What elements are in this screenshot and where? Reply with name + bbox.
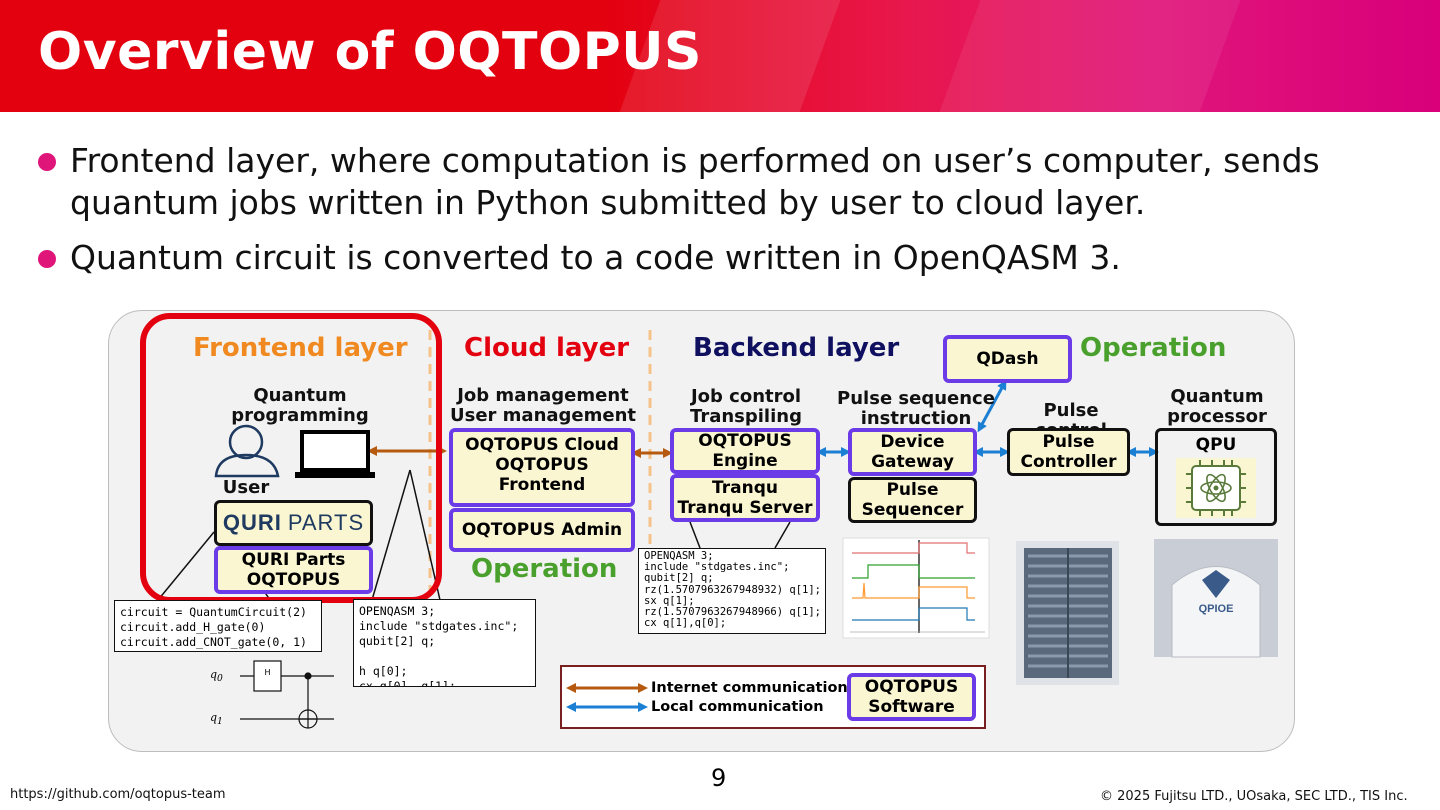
pulse-controller-line2: Controller bbox=[1020, 452, 1117, 472]
qubit-1-index: 1 bbox=[217, 716, 223, 728]
quantum-processor-caption-1: Quantum bbox=[1170, 386, 1264, 407]
quantum-programming-caption: Quantum programming bbox=[220, 386, 380, 426]
job-control-caption: Job control bbox=[690, 386, 802, 407]
footer-url[interactable]: https://github.com/oqtopus-team bbox=[10, 787, 226, 802]
operation-heading: Operation bbox=[1080, 333, 1227, 363]
bullet-item: Quantum circuit is converted to a code w… bbox=[38, 237, 1418, 279]
footer-copyright: © 2025 Fujitsu LTD., UOsaka, SEC LTD., T… bbox=[1100, 789, 1408, 804]
pulse-sequence-caption: Pulse sequence instruction bbox=[836, 389, 996, 429]
quri-parts-oqtopus-line1: QURI Parts bbox=[241, 550, 346, 570]
qdash-box: QDash bbox=[943, 335, 1072, 383]
pulse-sequence-caption-1: Pulse sequence bbox=[837, 388, 995, 409]
qpu-label: QPU bbox=[1195, 435, 1237, 455]
oqtopus-cloud-line2: OQTOPUS Frontend bbox=[495, 455, 589, 495]
bullet-text: Quantum circuit is converted to a code w… bbox=[70, 238, 1121, 277]
quantum-circuit bbox=[240, 660, 334, 729]
quantum-processor-photo: QPIOE bbox=[1154, 539, 1278, 658]
transpiling-caption: Transpiling bbox=[690, 406, 802, 427]
oqtopus-engine-line2: Engine bbox=[712, 451, 778, 471]
bullet-dot-icon bbox=[38, 250, 56, 268]
tranqu-line1: Tranqu bbox=[712, 478, 778, 498]
pulse-controller-box: Pulse Controller bbox=[1007, 428, 1130, 476]
page-number: 9 bbox=[711, 764, 727, 792]
bullet-dot-icon bbox=[38, 153, 56, 171]
qubit-0-letter: q bbox=[210, 668, 218, 681]
oqtopus-cloud-line1: OQTOPUS Cloud bbox=[465, 435, 619, 455]
pulse-sequencer-line1: Pulse bbox=[886, 480, 939, 500]
cloud-layer-heading: Cloud layer bbox=[464, 333, 630, 363]
quri-parts-logo: QURI PARTS bbox=[214, 500, 373, 546]
legend-software-line2: Software bbox=[868, 697, 955, 717]
h-gate-label: H bbox=[264, 668, 271, 677]
page-title: Overview of OQTOPUS bbox=[38, 22, 702, 82]
quantum-processor-caption-2: processor bbox=[1167, 406, 1267, 427]
qubit-1-letter: q bbox=[210, 711, 218, 724]
legend-internet-label: Internet communication bbox=[651, 680, 848, 696]
quantum-processor-caption: Quantum processor bbox=[1156, 387, 1278, 427]
quri-parts-oqtopus-box: QURI Parts OQTOPUS bbox=[214, 546, 373, 594]
pulse-controller-line1: Pulse bbox=[1042, 432, 1095, 452]
cloud-operation-heading: Operation bbox=[471, 554, 618, 584]
engine-caption: Job control Transpiling bbox=[678, 387, 814, 427]
qubit-0-index: 0 bbox=[217, 673, 223, 685]
quri-parts-logo-q: QURI bbox=[222, 510, 282, 535]
device-gateway-box: Device Gateway bbox=[848, 428, 977, 476]
laptop-icon bbox=[295, 430, 375, 478]
user-caption: User bbox=[222, 477, 270, 498]
qpu-box: QPU bbox=[1155, 428, 1277, 526]
qubit-1-label: q1 bbox=[210, 711, 223, 727]
quri-parts-logo-p: PARTS bbox=[287, 510, 365, 535]
quri-parts-oqtopus-line2: OQTOPUS bbox=[246, 570, 341, 590]
tranqu-line2: Tranqu Server bbox=[677, 498, 813, 518]
pulse-sequencer-box: Pulse Sequencer bbox=[848, 477, 977, 523]
python-code-snippet: circuit = QuantumCircuit(2) circuit.add_… bbox=[114, 600, 322, 652]
device-gateway-line1: Device bbox=[880, 432, 945, 452]
oqtopus-cloud-box: OQTOPUS Cloud OQTOPUS Frontend bbox=[449, 428, 635, 507]
local-arrow bbox=[977, 379, 1007, 433]
oqtopus-admin-box: OQTOPUS Admin bbox=[449, 508, 635, 552]
svg-text:QPIOE: QPIOE bbox=[1199, 603, 1234, 615]
bullet-item: Frontend layer, where computation is per… bbox=[38, 140, 1418, 224]
bullet-text: Frontend layer, where computation is per… bbox=[70, 141, 1320, 222]
oqtopus-engine-line1: OQTOPUS bbox=[698, 431, 792, 451]
pulse-sequence-caption-2: instruction bbox=[860, 408, 972, 429]
title-banner: Overview of OQTOPUS bbox=[0, 0, 1440, 112]
user-icon bbox=[214, 424, 280, 478]
pulse-sequencer-line2: Sequencer bbox=[861, 500, 964, 520]
frontend-layer-heading: Frontend layer bbox=[193, 333, 408, 363]
job-management-caption: Job management bbox=[457, 385, 629, 406]
qasm-backend-snippet: OPENQASM 3; include "stdgates.inc"; qubi… bbox=[638, 548, 826, 634]
pulse-controller-photo bbox=[1016, 541, 1119, 685]
qubit-0-label: q0 bbox=[210, 668, 223, 684]
legend-software-box: OQTOPUS Software bbox=[847, 673, 976, 721]
user-management-caption: User management bbox=[449, 405, 637, 426]
qasm-frontend-snippet: OPENQASM 3; include "stdgates.inc"; qubi… bbox=[353, 599, 536, 687]
legend-software-line1: OQTOPUS bbox=[864, 677, 959, 697]
oqtopus-engine-box: OQTOPUS Engine bbox=[670, 428, 820, 474]
backend-layer-heading: Backend layer bbox=[693, 333, 900, 363]
tranqu-box: Tranqu Tranqu Server bbox=[670, 474, 820, 522]
device-gateway-line2: Gateway bbox=[871, 452, 954, 472]
quantum-programming-caption-text: Quantum programming bbox=[231, 385, 369, 426]
pulse-sequence-plot bbox=[842, 537, 990, 639]
legend-local-label: Local communication bbox=[651, 699, 824, 715]
qpu-chip-icon bbox=[1176, 458, 1256, 518]
cloud-caption: Job management User management bbox=[445, 386, 641, 426]
